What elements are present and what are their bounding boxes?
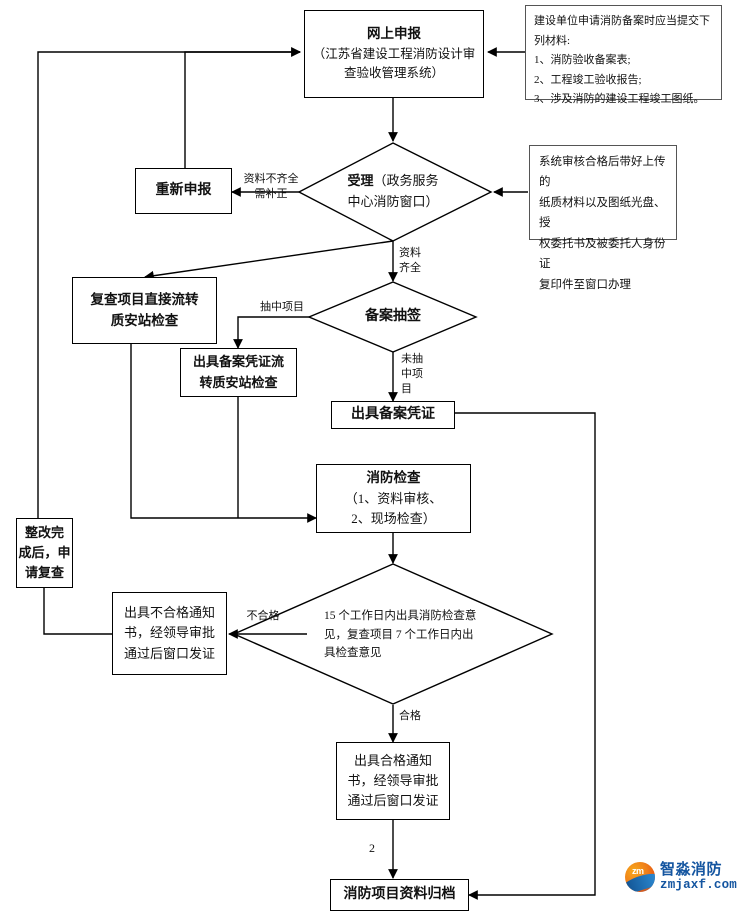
node-issue-cert-label: 出具备案凭证: [351, 407, 435, 423]
edge-label-pass: 合格: [399, 710, 421, 722]
node-lottery[interactable]: 备案抽签: [343, 303, 443, 331]
node-pass-notice-line2: 书，经领导审批: [347, 772, 439, 788]
node-online-apply-line3: 查验收管理系统）: [343, 66, 444, 81]
logo-brand-en: zmjaxf.com: [660, 877, 738, 892]
node-review-direct-line1: 复查项目直接流转: [90, 291, 199, 307]
note-window-line1: 系统审核合格后带好上传的: [539, 156, 666, 189]
note-materials-line3: 2、工程竣工验收报告;: [534, 73, 642, 86]
logo-badge-icon: zm: [625, 862, 655, 893]
node-accept-line1: 受理（政务服务: [347, 171, 438, 192]
logo-text: 智淼消防 zmjaxf.com: [660, 862, 737, 893]
edge-label-fail: 不合格: [246, 610, 280, 622]
edge-label-not-selected: 未抽 中项 目: [401, 353, 423, 395]
node-inspect-result[interactable]: 15 个工作日内出具消防检查意 见，复查项目 7 个工作日内出 具检查意见: [324, 600, 534, 670]
node-online-apply-title: 网上申报: [367, 26, 421, 42]
node-issue-cert[interactable]: 出具备案凭证: [331, 401, 455, 429]
node-inspect-result-line3: 具检查意见: [324, 647, 382, 660]
node-accept[interactable]: 受理（政务服务 中心消防窗口）: [313, 160, 473, 224]
note-materials: 建设单位申请消防备案时应当提交下列材料: 1、消防验收备案表; 2、工程竣工验收…: [525, 5, 722, 105]
node-issue-cert-transfer-line1: 出具备案凭证流: [192, 354, 284, 370]
node-fail-notice[interactable]: 出具不合格通知 书，经领导审批 通过后窗口发证: [112, 592, 227, 675]
node-reapply-label: 重新申报: [155, 183, 212, 199]
node-lottery-label: 备案抽签: [365, 308, 421, 324]
note-window: 系统审核合格后带好上传的 纸质材料以及图纸光盘、授 权委托书及被委托人身份证 复…: [529, 145, 677, 291]
node-pass-notice-line1: 出具合格通知: [353, 752, 432, 768]
edge-lottery-to-cert-transfer: [233, 316, 310, 349]
node-fire-inspect-title: 消防检查: [366, 469, 421, 485]
logo-brand-cn: 智淼消防: [660, 861, 723, 878]
node-fire-inspect-line3: 2、现场检查）: [351, 510, 436, 526]
node-accept-line2: 中心消防窗口）: [347, 194, 439, 209]
note-window-line2: 纸质材料以及图纸光盘、授: [539, 196, 666, 230]
edge-reapply-to-apply: [184, 47, 301, 168]
node-archive[interactable]: 消防项目资料归档: [330, 879, 469, 911]
node-fire-inspect[interactable]: 消防检查 （1、资料审核、 2、现场检查）: [316, 464, 471, 533]
node-archive-label: 消防项目资料归档: [343, 887, 456, 903]
node-reapply[interactable]: 重新申报: [135, 168, 232, 214]
node-review-direct-line2: 质安站检查: [110, 312, 179, 328]
node-rectify-line2: 成后，申: [18, 544, 71, 560]
node-online-apply[interactable]: 网上申报 （江苏省建设工程消防设计审 查验收管理系统）: [304, 10, 484, 98]
node-issue-cert-transfer-line2: 转质安站检查: [199, 374, 278, 390]
node-rectify-line3: 请复查: [24, 565, 64, 581]
edge-label-complete: 资料 齐全: [399, 247, 421, 274]
node-review-direct[interactable]: 复查项目直接流转 质安站检查: [72, 277, 217, 344]
node-pass-notice[interactable]: 出具合格通知 书，经领导审批 通过后窗口发证: [336, 742, 450, 820]
node-rectify[interactable]: 整改完 成后，申 请复查: [16, 518, 73, 588]
node-rectify-line1: 整改完: [24, 524, 64, 540]
node-fail-notice-line1: 出具不合格通知: [123, 605, 215, 621]
note-materials-line2: 1、消防验收备案表;: [534, 54, 631, 67]
node-issue-cert-transfer[interactable]: 出具备案凭证流 转质安站检查: [180, 348, 297, 397]
node-accept-bold: 受理: [347, 173, 374, 189]
edge-label-selected: 抽中项目: [260, 301, 304, 313]
node-fail-notice-line2: 书，经领导审批: [123, 625, 215, 641]
node-online-apply-line2: （江苏省建设工程消防设计审: [312, 47, 476, 62]
note-window-line3: 权委托书及被委托人身份证: [539, 237, 666, 271]
edge-label-incomplete: 资料不齐全 需补正: [243, 173, 299, 200]
watermark-logo: zm 智淼消防 zmjaxf.com: [625, 862, 737, 893]
node-accept-rest: （政务服务: [373, 173, 439, 189]
note-materials-line4: 3、涉及消防的建设工程竣工图纸。: [534, 93, 705, 106]
node-inspect-result-line1: 15 个工作日内出具消防检查意: [324, 610, 477, 623]
logo-badge-text: zm: [632, 866, 644, 877]
node-inspect-result-line2: 见，复查项目 7 个工作日内出: [324, 628, 474, 641]
node-fail-notice-line3: 通过后窗口发证: [123, 645, 215, 661]
note-window-line4: 复印件至窗口办理: [539, 278, 631, 291]
edge-label-archive-count: 2: [369, 841, 375, 855]
edge-accept-to-review-direct: [144, 240, 394, 281]
node-fire-inspect-line2: （1、资料审核、: [344, 490, 443, 506]
note-materials-line1: 建设单位申请消防备案时应当提交下列材料:: [534, 15, 710, 47]
node-pass-notice-line3: 通过后窗口发证: [347, 793, 439, 809]
